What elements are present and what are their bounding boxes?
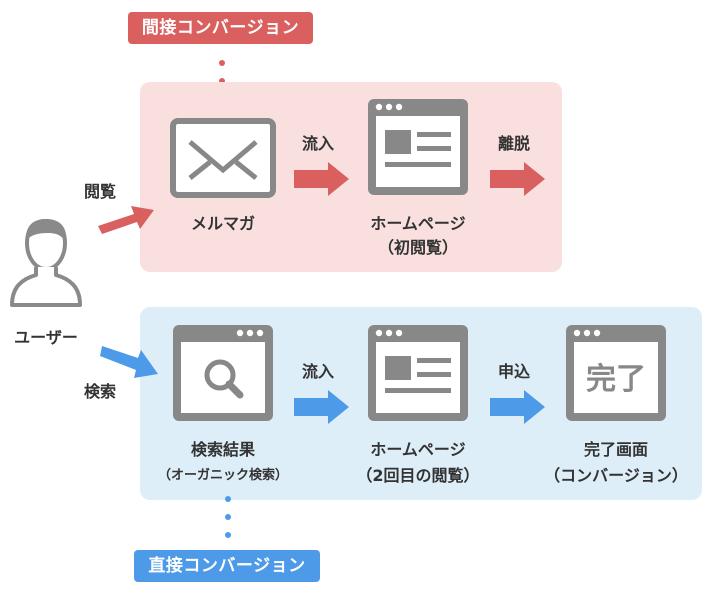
indirect-step2-sub: （初閲覧） bbox=[377, 238, 458, 257]
direct-step2-label: ホームページ bbox=[370, 440, 466, 459]
direct-connector-dot bbox=[225, 496, 231, 502]
user-silhouette-icon bbox=[8, 213, 84, 313]
arrow-down-right-icon bbox=[98, 342, 160, 384]
direct-step3-label: 完了画面 bbox=[583, 440, 648, 459]
indirect-conversion-tag: 間接コンバージョン bbox=[128, 12, 313, 44]
arrow-right-icon bbox=[294, 390, 350, 424]
indirect-arrow1-label: 流入 bbox=[301, 134, 334, 153]
direct-conversion-tag-label: 直接コンバージョン bbox=[148, 556, 306, 576]
direct-connector-dot bbox=[225, 532, 231, 538]
webpage-icon bbox=[365, 96, 471, 198]
complete-icon-text: 完了 bbox=[586, 362, 646, 397]
direct-source-label: 検索 bbox=[83, 382, 116, 401]
direct-step1-sub: （オーガニック検索） bbox=[157, 468, 288, 483]
direct-step1-label: 検索結果 bbox=[190, 440, 255, 459]
direct-step2-sub: （2回目の閲覧） bbox=[356, 466, 480, 485]
direct-connector-dot bbox=[225, 514, 231, 520]
indirect-conversion-tag-label: 間接コンバージョン bbox=[141, 18, 300, 38]
direct-step3-sub: （コンバージョン） bbox=[544, 466, 688, 485]
indirect-step2-label: ホームページ bbox=[370, 214, 466, 233]
indirect-connector-dot bbox=[219, 60, 225, 66]
arrow-right-icon bbox=[490, 162, 546, 196]
direct-arrow1-label: 流入 bbox=[301, 362, 334, 381]
indirect-step1-label: メルマガ bbox=[190, 214, 255, 233]
arrow-right-icon bbox=[490, 390, 546, 424]
direct-conversion-tag: 直接コンバージョン bbox=[134, 550, 320, 582]
arrow-up-right-icon bbox=[96, 196, 158, 236]
indirect-connector-dot bbox=[219, 78, 225, 84]
direct-arrow2-label: 申込 bbox=[497, 362, 530, 381]
complete-screen-icon bbox=[563, 322, 669, 424]
indirect-arrow2-label: 離脱 bbox=[497, 134, 530, 153]
user-label: ユーザー bbox=[14, 328, 78, 347]
webpage-icon bbox=[365, 322, 471, 424]
magnifier-webpage-icon bbox=[170, 322, 276, 424]
indirect-source-label: 閲覧 bbox=[83, 182, 116, 201]
envelope-icon bbox=[170, 118, 276, 198]
arrow-right-icon bbox=[294, 162, 350, 196]
